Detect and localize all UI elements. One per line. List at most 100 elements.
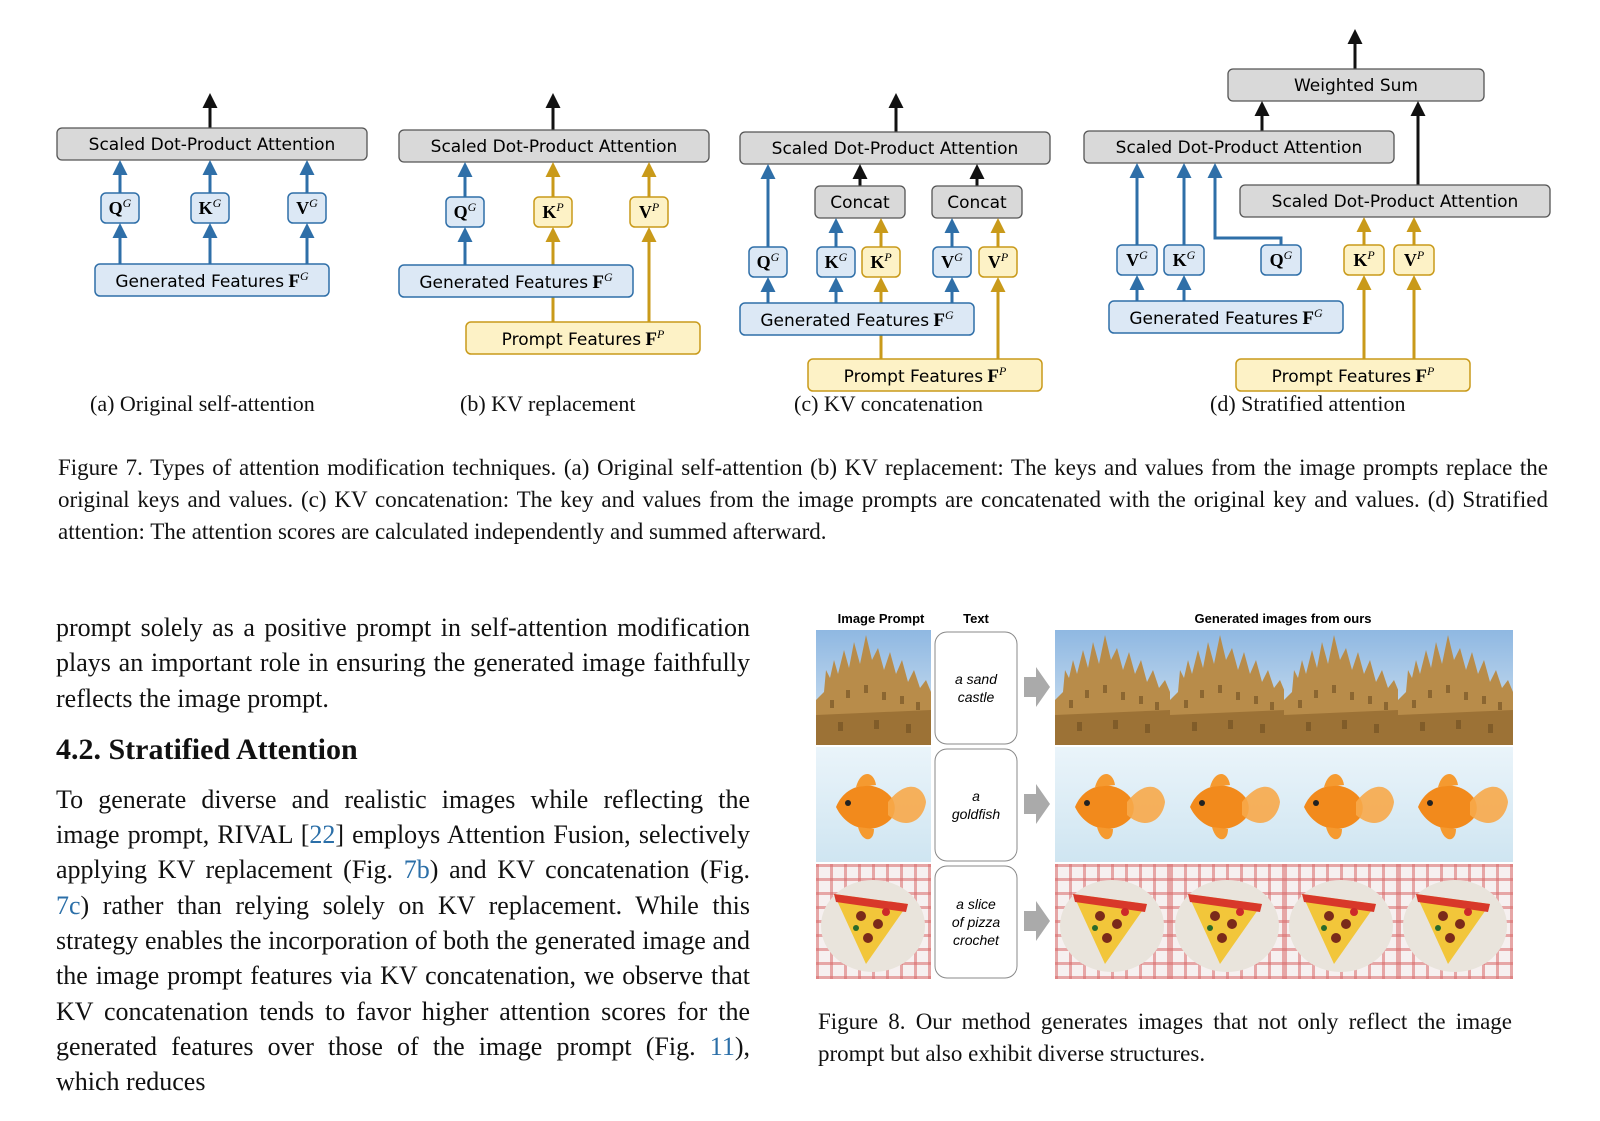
svg-text:VG: VG [1126, 248, 1148, 270]
blue-arrows [112, 160, 315, 264]
generated-image-pizza-4 [1398, 864, 1513, 979]
text-prompt-line: goldfish [952, 806, 1000, 822]
svg-text:Scaled Dot-Product Attention: Scaled Dot-Product Attention [89, 135, 336, 155]
section-heading: 4.2. Stratified Attention [56, 732, 358, 766]
arrow-right-icon [1024, 901, 1050, 941]
k-prompt-token: KP [1343, 244, 1385, 276]
generated-image-goldfish-3 [1284, 747, 1399, 862]
svg-text:Scaled Dot-Product Attention: Scaled Dot-Product Attention [772, 139, 1019, 159]
svg-text:Concat: Concat [947, 193, 1007, 213]
svg-text:Scaled Dot-Product Attention: Scaled Dot-Product Attention [1116, 138, 1363, 158]
svg-text:VP: VP [1404, 248, 1425, 270]
sdpa-box-generated: Scaled Dot-Product Attention [1083, 130, 1395, 164]
citation-link[interactable]: 22 [309, 820, 336, 850]
text-run: ] employs Attention Fusion, selectively … [56, 820, 750, 885]
figure-7-caption: Figure 7. Types of attention modificatio… [58, 455, 1548, 544]
figure-ref-link[interactable]: 7b [403, 855, 430, 885]
k-prompt-token: KP [533, 196, 573, 228]
svg-text:VG: VG [296, 196, 318, 218]
sdpa-box: Scaled Dot-Product Attention [56, 127, 368, 161]
figure-7-diagram: Scaled Dot-Product Attention QG KG VG Ge… [56, 29, 1551, 392]
row-goldfish: a goldfish [816, 747, 1513, 862]
generated-image-goldfish-2 [1170, 747, 1285, 862]
panel-d: Weighted Sum Scaled Dot-Product Attentio… [1083, 29, 1551, 392]
text-prompt-line: a [972, 788, 980, 804]
weighted-sum-box: Weighted Sum [1227, 68, 1485, 102]
generated-image-goldfish-4 [1398, 747, 1513, 862]
generated-features-box: Generated Features FG [398, 264, 634, 298]
generated-image-goldfish-1 [1055, 747, 1170, 862]
paragraph-1: prompt solely as a positive prompt in se… [56, 613, 750, 713]
header-image-prompt: Image Prompt [838, 611, 925, 626]
svg-text:Weighted Sum: Weighted Sum [1294, 76, 1418, 96]
svg-text:QG: QG [1270, 248, 1293, 270]
text-prompt-box [934, 748, 1018, 862]
blue-arrows [1129, 163, 1283, 301]
k-prompt-token: KP [861, 246, 901, 278]
paragraph-2: To generate diverse and realistic images… [56, 782, 750, 1100]
prompt-features-box: Prompt Features FP [465, 321, 701, 355]
subcaption-c: (c) KV concatenation [794, 391, 983, 416]
image-prompt-goldfish [816, 747, 931, 862]
text-run: ), which reduces [56, 1031, 750, 1097]
text-run: ) and KV concatenation (Fig. [429, 855, 750, 885]
generated-features-box: Generated Features FG [1108, 300, 1344, 334]
svg-text:Scaled Dot-Product Attention: Scaled Dot-Product Attention [431, 137, 678, 157]
sum-input-arrows [1254, 101, 1426, 185]
panel-c: Scaled Dot-Product Attention Concat Conc… [739, 93, 1051, 392]
sdpa-box: Scaled Dot-Product Attention [739, 131, 1051, 165]
generated-image-castle-3 [1284, 630, 1399, 745]
prompt-features-box: Prompt Features FP [807, 358, 1043, 392]
row-pizza: a slice of pizza crochet [816, 864, 1513, 979]
text-run: ) rather than relying solely on KV repla… [56, 890, 750, 1061]
generated-image-pizza-2 [1170, 864, 1285, 979]
body-text-column: prompt solely as a positive prompt in se… [56, 610, 750, 1100]
svg-text:Prompt Features FP: Prompt Features FP [844, 364, 1007, 387]
panel-a: Scaled Dot-Product Attention QG KG VG Ge… [56, 93, 368, 297]
svg-text:QG: QG [109, 196, 132, 218]
svg-text:Generated Features FG: Generated Features FG [115, 269, 309, 292]
arrow-right-icon [1024, 784, 1050, 824]
generated-image-pizza-3 [1284, 864, 1399, 979]
generated-image-pizza-1 [1055, 864, 1170, 979]
v-token: VG [1116, 244, 1158, 276]
arrow-right-icon [1024, 667, 1050, 707]
v-prompt-token: VP [1393, 244, 1435, 276]
text-prompt-line: crochet [953, 932, 1000, 948]
panel-b: Scaled Dot-Product Attention QG KP VP Ge… [398, 93, 710, 355]
concat-box-v: Concat [931, 185, 1023, 219]
row-sand-castle: a sand castle [816, 630, 1513, 745]
svg-text:KG: KG [1173, 248, 1196, 270]
svg-text:Generated Features FG: Generated Features FG [419, 270, 613, 293]
header-generated: Generated images from ours [1195, 611, 1372, 626]
svg-text:QG: QG [757, 250, 780, 272]
svg-text:VP: VP [639, 200, 660, 222]
svg-text:Concat: Concat [830, 193, 890, 213]
k-token: KG [816, 246, 856, 278]
text-run: To generate diverse and realistic images… [56, 784, 750, 850]
text-prompt-box [934, 865, 1018, 979]
header-text: Text [963, 611, 989, 626]
figure-ref-link[interactable]: 11 [709, 1031, 735, 1061]
subcaption-b: (b) KV replacement [460, 391, 636, 416]
svg-text:KP: KP [542, 200, 564, 222]
svg-text:VG: VG [941, 250, 963, 272]
svg-text:Scaled Dot-Product Attention: Scaled Dot-Product Attention [1272, 192, 1519, 212]
text-prompt-box [934, 631, 1018, 745]
subcaption-a: (a) Original self-attention [90, 391, 315, 416]
concat-box-k: Concat [814, 185, 906, 219]
q-token: QG [445, 196, 485, 228]
generated-features-box: Generated Features FG [739, 302, 975, 336]
subcaption-d: (d) Stratified attention [1210, 391, 1406, 416]
blue-arrows [760, 164, 960, 303]
svg-text:VP: VP [988, 250, 1009, 272]
svg-text:Generated Features FG: Generated Features FG [760, 308, 954, 331]
generated-features-box: Generated Features FG [94, 263, 330, 297]
generated-image-castle-4 [1398, 630, 1513, 745]
svg-text:KP: KP [1353, 248, 1375, 270]
text-prompt-line: a sand [955, 671, 998, 687]
figure-8-caption: Figure 8. Our method generates images th… [818, 1009, 1512, 1066]
figure-ref-link[interactable]: 7c [56, 890, 81, 920]
svg-text:Prompt Features FP: Prompt Features FP [1272, 364, 1435, 387]
